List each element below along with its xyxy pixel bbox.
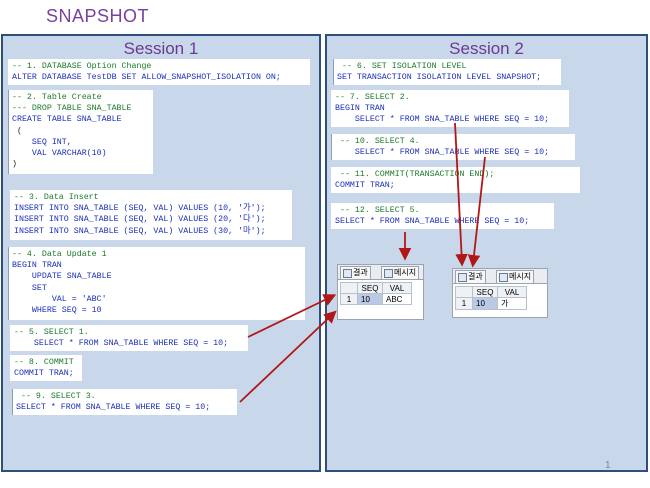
s1-step8-box: -- 8. COMMIT COMMIT TRAN; bbox=[10, 355, 82, 381]
arrow-select3-to-grid1 bbox=[239, 310, 337, 403]
code-line: ALTER DATABASE TestDB SET ALLOW_SNAPSHOT… bbox=[12, 73, 281, 83]
s2-step10-box: -- 10. SELECT 4. SELECT * FROM SNA_TABLE… bbox=[331, 134, 575, 160]
code-line: -- 11. COMMIT(TRANSACTION END); bbox=[335, 170, 495, 179]
results-tab[interactable]: 결과 bbox=[455, 270, 486, 284]
grid-icon bbox=[458, 273, 467, 282]
messages-tab[interactable]: 메시지 bbox=[381, 266, 420, 280]
s2-step12-box: -- 12. SELECT 5. SELECT * FROM SNA_TABLE … bbox=[331, 203, 554, 229]
arrow-select4-to-grid2 bbox=[467, 156, 486, 268]
result-grid-1: 결과 메시지 SEQ VAL 1 10 ABC bbox=[337, 264, 424, 320]
code-line: --- DROP TABLE SNA_TABLE bbox=[12, 104, 132, 114]
result-grid-2: 결과 메시지 SEQ VAL 1 10 가 bbox=[452, 268, 548, 318]
s2-step7-box: -- 7. SELECT 2. BEGIN TRAN SELECT * FROM … bbox=[331, 90, 569, 127]
code-line: -- 5. SELECT 1. bbox=[14, 328, 89, 337]
code-line: -- 3. Data Insert bbox=[14, 193, 99, 202]
cell-val[interactable]: 가 bbox=[497, 297, 527, 310]
code-line: ) bbox=[12, 160, 17, 170]
code-line: VAL = 'ABC' bbox=[12, 294, 107, 304]
code-line: -- 7. SELECT 2. bbox=[335, 93, 410, 102]
result-table-2: SEQ VAL 1 10 가 bbox=[455, 286, 527, 310]
code-line: INSERT INTO SNA_TABLE (SEQ, VAL) VALUES … bbox=[14, 204, 266, 214]
code-line: -- 9. SELECT 3. bbox=[16, 392, 96, 401]
result-table-1: SEQ VAL 1 10 ABC bbox=[340, 282, 412, 305]
code-line: CREATE TABLE SNA_TABLE bbox=[12, 115, 122, 125]
code-line: SELECT * FROM SNA_TABLE WHERE SEQ = 10; bbox=[14, 339, 229, 349]
cell-seq[interactable]: 10 bbox=[472, 297, 498, 310]
code-line: -- 6. SET ISOLATION LEVEL bbox=[337, 62, 467, 71]
code-line: WHERE SEQ = 10 bbox=[12, 306, 102, 316]
code-line: SEQ INT, bbox=[12, 137, 72, 147]
code-line: UPDATE SNA_TABLE bbox=[12, 272, 112, 282]
code-line: SET bbox=[12, 283, 47, 293]
session1-title: Session 1 bbox=[123, 39, 199, 58]
code-line: SELECT * FROM SNA_TABLE WHERE SEQ = 10; bbox=[335, 217, 530, 227]
result-tabs: 결과 메시지 bbox=[338, 265, 423, 280]
row-number: 1 bbox=[455, 297, 473, 310]
code-line: -- 12. SELECT 5. bbox=[335, 206, 420, 215]
messages-tab[interactable]: 메시지 bbox=[496, 270, 535, 284]
code-line: BEGIN TRAN bbox=[335, 104, 385, 114]
row-number: 1 bbox=[340, 293, 358, 305]
message-icon bbox=[499, 273, 508, 282]
arrow-select1-to-grid1 bbox=[247, 294, 337, 338]
code-line: -- 2. Table Create bbox=[12, 93, 102, 102]
code-line: -- 4. Data Update 1 bbox=[12, 250, 107, 259]
arrow-select2-to-grid2 bbox=[454, 122, 468, 267]
code-line: COMMIT TRAN; bbox=[335, 181, 395, 191]
code-line: SELECT * FROM SNA_TABLE WHERE SEQ = 10; bbox=[16, 403, 211, 413]
s1-step9-box: -- 9. SELECT 3. SELECT * FROM SNA_TABLE W… bbox=[12, 389, 237, 415]
code-line: INSERT INTO SNA_TABLE (SEQ, VAL) VALUES … bbox=[14, 215, 266, 225]
code-line: BEGIN TRAN bbox=[12, 261, 62, 271]
result-tabs: 결과 메시지 bbox=[453, 269, 547, 284]
code-line: SET TRANSACTION ISOLATION LEVEL SNAPSHOT… bbox=[337, 73, 542, 83]
message-icon bbox=[384, 269, 393, 278]
code-line: SELECT * FROM SNA_TABLE WHERE SEQ = 10; bbox=[335, 148, 550, 158]
code-line: INSERT INTO SNA_TABLE (SEQ, VAL) VALUES … bbox=[14, 226, 266, 236]
session2-title: Session 2 bbox=[449, 39, 524, 58]
cell-val[interactable]: ABC bbox=[382, 293, 412, 305]
s1-step2-box: -- 2. Table Create --- DROP TABLE SNA_TAB… bbox=[8, 90, 153, 174]
results-tab[interactable]: 결과 bbox=[340, 266, 371, 280]
s2-step6-box: -- 6. SET ISOLATION LEVEL SET TRANSACTION… bbox=[333, 59, 561, 85]
s1-step4-box: -- 4. Data Update 1 BEGIN TRAN UPDATE SNA… bbox=[8, 247, 305, 320]
page-number: 1 bbox=[605, 460, 611, 471]
code-line: SELECT * FROM SNA_TABLE WHERE SEQ = 10; bbox=[335, 115, 550, 125]
slide-title: SNAPSHOT bbox=[46, 6, 150, 26]
code-line: -- 10. SELECT 4. bbox=[335, 137, 420, 146]
code-line: -- 8. COMMIT bbox=[14, 358, 74, 367]
s2-step11-box: -- 11. COMMIT(TRANSACTION END); COMMIT TR… bbox=[331, 167, 580, 193]
code-line: ( bbox=[12, 126, 22, 136]
code-line: VAL VARCHAR(10) bbox=[12, 149, 107, 159]
code-line: -- 1. DATABASE Option Change bbox=[12, 62, 152, 71]
s1-step5-box: -- 5. SELECT 1. SELECT * FROM SNA_TABLE … bbox=[10, 325, 248, 351]
code-line: COMMIT TRAN; bbox=[14, 369, 74, 379]
grid-icon bbox=[343, 269, 352, 278]
